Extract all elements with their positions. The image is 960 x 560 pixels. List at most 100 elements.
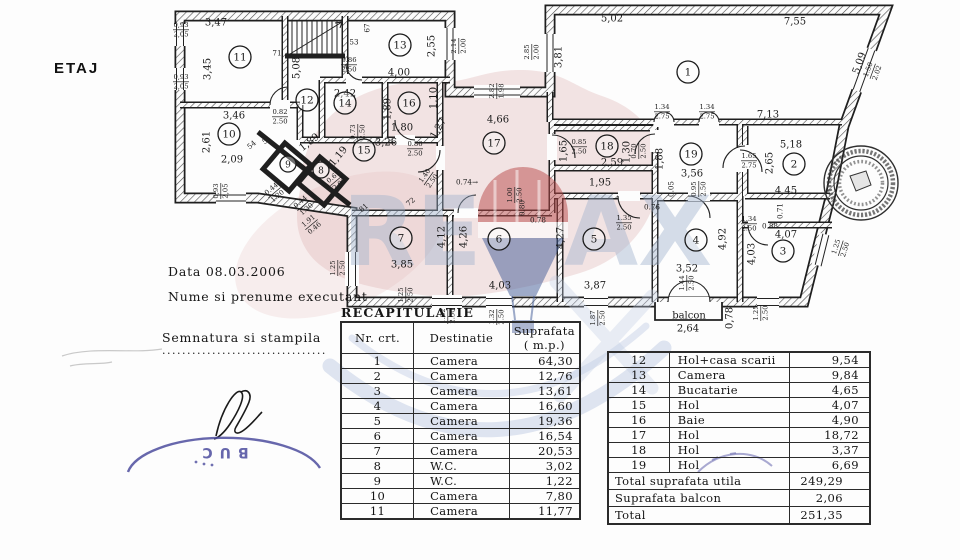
- svg-text:53: 53: [349, 37, 359, 46]
- watermark-letters-left: RE: [342, 176, 482, 288]
- table-cell: Hol: [668, 442, 790, 458]
- dimension-label: 1,30: [621, 141, 632, 163]
- svg-text:2.50: 2.50: [515, 187, 523, 202]
- table-cell: Hol: [668, 427, 790, 443]
- interior-walls: [180, 16, 842, 302]
- svg-text:1.25: 1.25: [752, 305, 760, 320]
- handwritten-signature: [213, 389, 263, 440]
- room-number-12: 12: [295, 88, 319, 112]
- svg-text:0.80: 0.80: [517, 200, 526, 216]
- col-header-dest: Destinatie: [413, 321, 510, 354]
- dimension-label: 0,932,05: [173, 21, 189, 38]
- svg-text:3,26: 3,26: [375, 137, 397, 148]
- dimension-label: 51: [260, 133, 273, 146]
- svg-text:balcon: balcon: [672, 310, 706, 321]
- svg-text:1.44: 1.44: [678, 275, 686, 290]
- svg-text:1.32: 1.32: [488, 309, 496, 324]
- table-cell: 18,72: [788, 427, 871, 443]
- svg-text:0.85: 0.85: [571, 138, 586, 146]
- svg-text:13: 13: [393, 40, 406, 52]
- round-stamp: [823, 145, 899, 221]
- svg-text:2.50: 2.50: [639, 143, 647, 158]
- table-cell: Total suprafata utila: [607, 472, 790, 490]
- svg-text:4: 4: [693, 235, 700, 247]
- svg-text:1.34: 1.34: [741, 215, 756, 223]
- table-cell: 9,84: [788, 367, 871, 383]
- svg-text:1.34: 1.34: [654, 103, 669, 111]
- table-cell: 6,69: [788, 457, 871, 473]
- svg-text:3: 3: [780, 246, 787, 258]
- dimension-label: 5,18: [780, 139, 802, 150]
- svg-text:0,93: 0,93: [212, 183, 220, 198]
- dimension-label: 53: [349, 37, 359, 46]
- svg-text:72: 72: [404, 195, 417, 208]
- table-cell: 12: [607, 351, 670, 368]
- svg-text:17: 17: [487, 138, 500, 150]
- svg-text:1.65: 1.65: [741, 152, 756, 160]
- table-cell: 7: [340, 443, 415, 459]
- dimension-label: 1.342.75: [699, 103, 715, 120]
- dimension-label: 1,89: [382, 98, 393, 120]
- room-number-18: 18: [595, 134, 619, 158]
- table-cell: Camera: [413, 428, 510, 444]
- table-cell: Baie: [668, 412, 790, 428]
- table-cell: 7,80: [508, 488, 581, 504]
- svg-text:2,42: 2,42: [334, 88, 356, 99]
- table-cell: 16: [607, 412, 670, 428]
- dimension-label: 1.252.50: [830, 238, 851, 258]
- svg-text:1: 1: [685, 67, 692, 79]
- svg-text:2.50: 2.50: [338, 260, 346, 275]
- table-cell: 6: [340, 428, 415, 444]
- dimension-label: 4,07: [775, 229, 797, 240]
- dimension-label: 0.78: [530, 215, 546, 224]
- svg-text:0,93: 0,93: [173, 73, 188, 81]
- svg-text:1,65: 1,65: [558, 140, 569, 162]
- table-cell: 4,90: [788, 412, 871, 428]
- dimension-label: 0.88: [762, 221, 778, 230]
- dimension-label: 0.76: [644, 202, 660, 211]
- svg-text:5,18: 5,18: [780, 139, 802, 150]
- svg-text:1,80: 1,80: [391, 122, 413, 133]
- svg-text:10: 10: [222, 129, 235, 141]
- svg-text:2.50: 2.50: [571, 147, 586, 155]
- room-number-1: 1: [676, 60, 700, 84]
- dimension-label: 81: [357, 201, 370, 214]
- svg-text:2.75: 2.75: [699, 112, 714, 120]
- svg-text:1.25: 1.25: [329, 260, 337, 275]
- table-cell: Camera: [413, 488, 510, 504]
- dimension-label: 2,64: [677, 323, 699, 334]
- dimension-label: 3,45: [202, 58, 213, 80]
- table-cell: Camera: [413, 398, 510, 414]
- dimension-label: 4,12: [436, 226, 447, 248]
- svg-text:4,00: 4,00: [388, 67, 410, 78]
- dimension-label: 1,10: [428, 87, 439, 109]
- svg-text:1.25: 1.25: [397, 287, 405, 302]
- svg-text:4,26: 4,26: [458, 226, 469, 248]
- dimension-label: 0,932,05: [173, 73, 189, 90]
- table-cell: 251,35: [788, 506, 871, 524]
- svg-text:0,93: 0,93: [173, 21, 188, 29]
- dimension-label: 1,65: [558, 140, 569, 162]
- svg-text:2: 2: [791, 159, 798, 171]
- table-cell: 10: [340, 488, 415, 504]
- dimension-label: 2,65: [764, 152, 775, 174]
- room-number-16: 16: [397, 91, 421, 115]
- date-line: Data 08.03.2006: [168, 264, 286, 279]
- dimension-label: 2,55: [426, 35, 437, 57]
- dimension-label: 2,42: [334, 88, 356, 99]
- table-cell: 1,22: [508, 473, 581, 489]
- svg-text:67: 67: [362, 23, 371, 33]
- svg-text:0.70: 0.70: [630, 143, 638, 158]
- dimension-label: 67: [362, 23, 371, 33]
- table-cell: Camera: [413, 413, 510, 429]
- svg-text:12: 12: [300, 95, 313, 107]
